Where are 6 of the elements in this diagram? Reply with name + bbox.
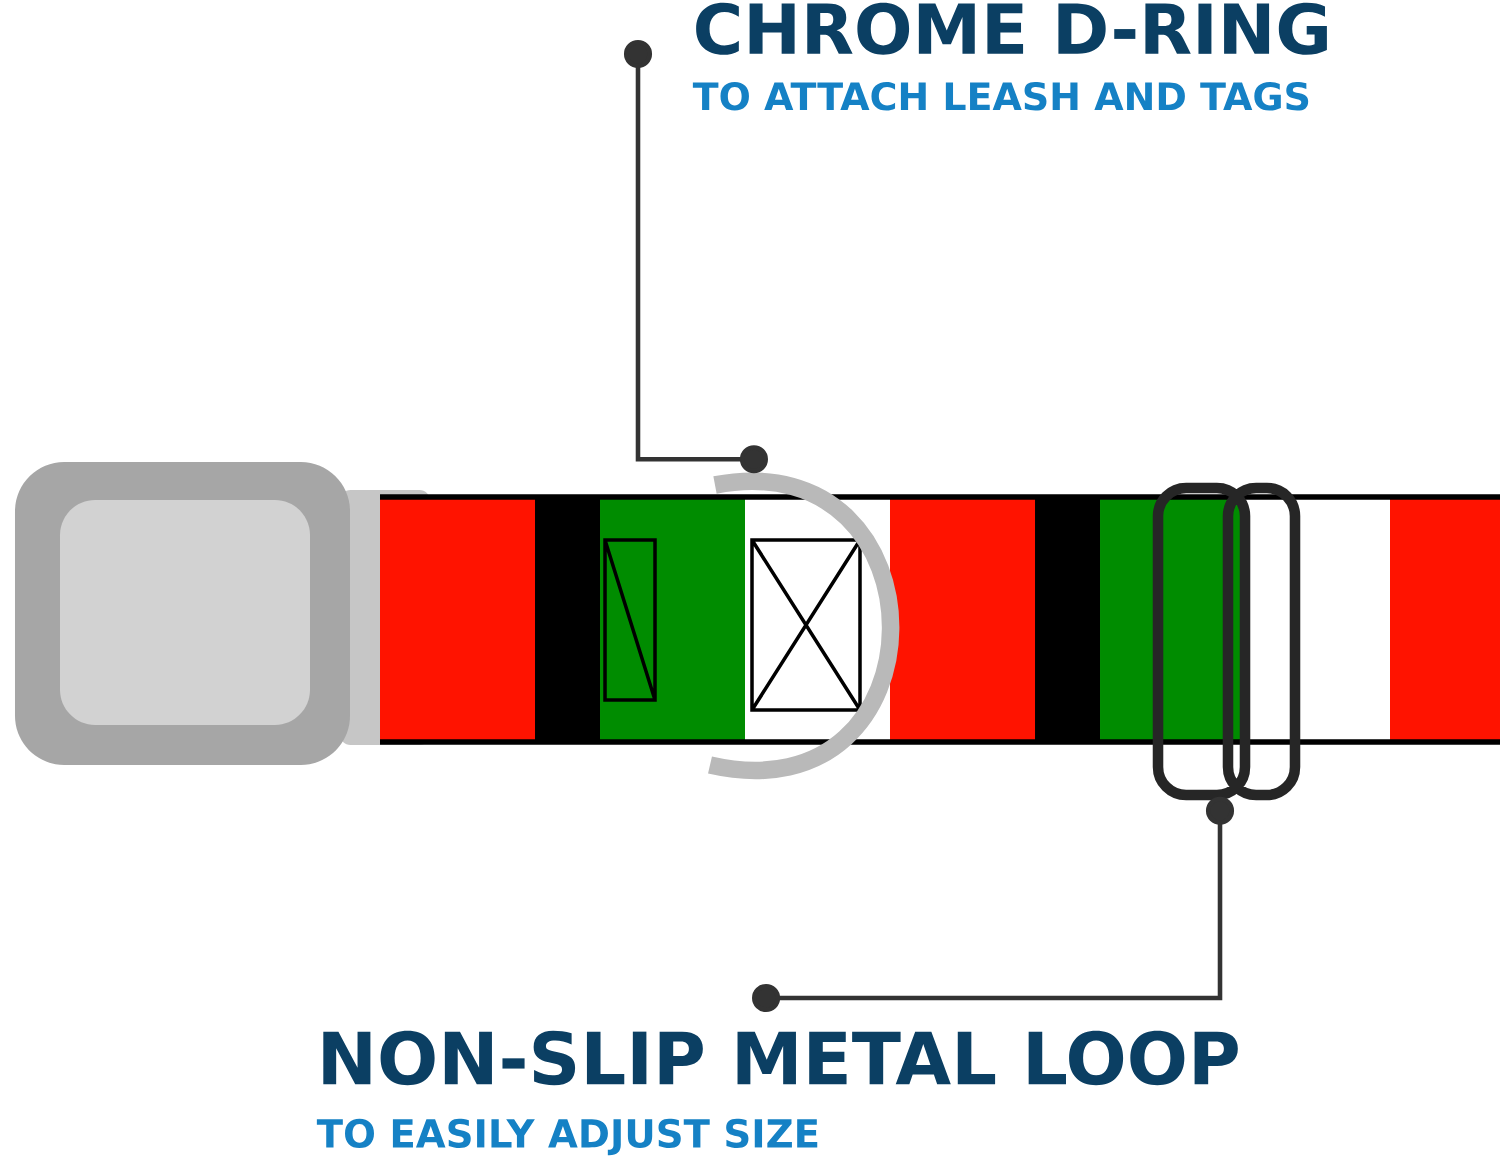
callout-text: NON-SLIP METAL LOOP TO EASILY ADJUST SIZE — [316, 1030, 1238, 1156]
callout-text: CHROME D-RING TO ATTACH LEASH AND TAGS — [692, 2, 1327, 111]
d-ring-drawing — [709, 473, 900, 779]
leader-line — [752, 796, 1235, 1013]
leader-line — [623, 40, 768, 474]
metal-loop-drawing — [1152, 482, 1301, 801]
